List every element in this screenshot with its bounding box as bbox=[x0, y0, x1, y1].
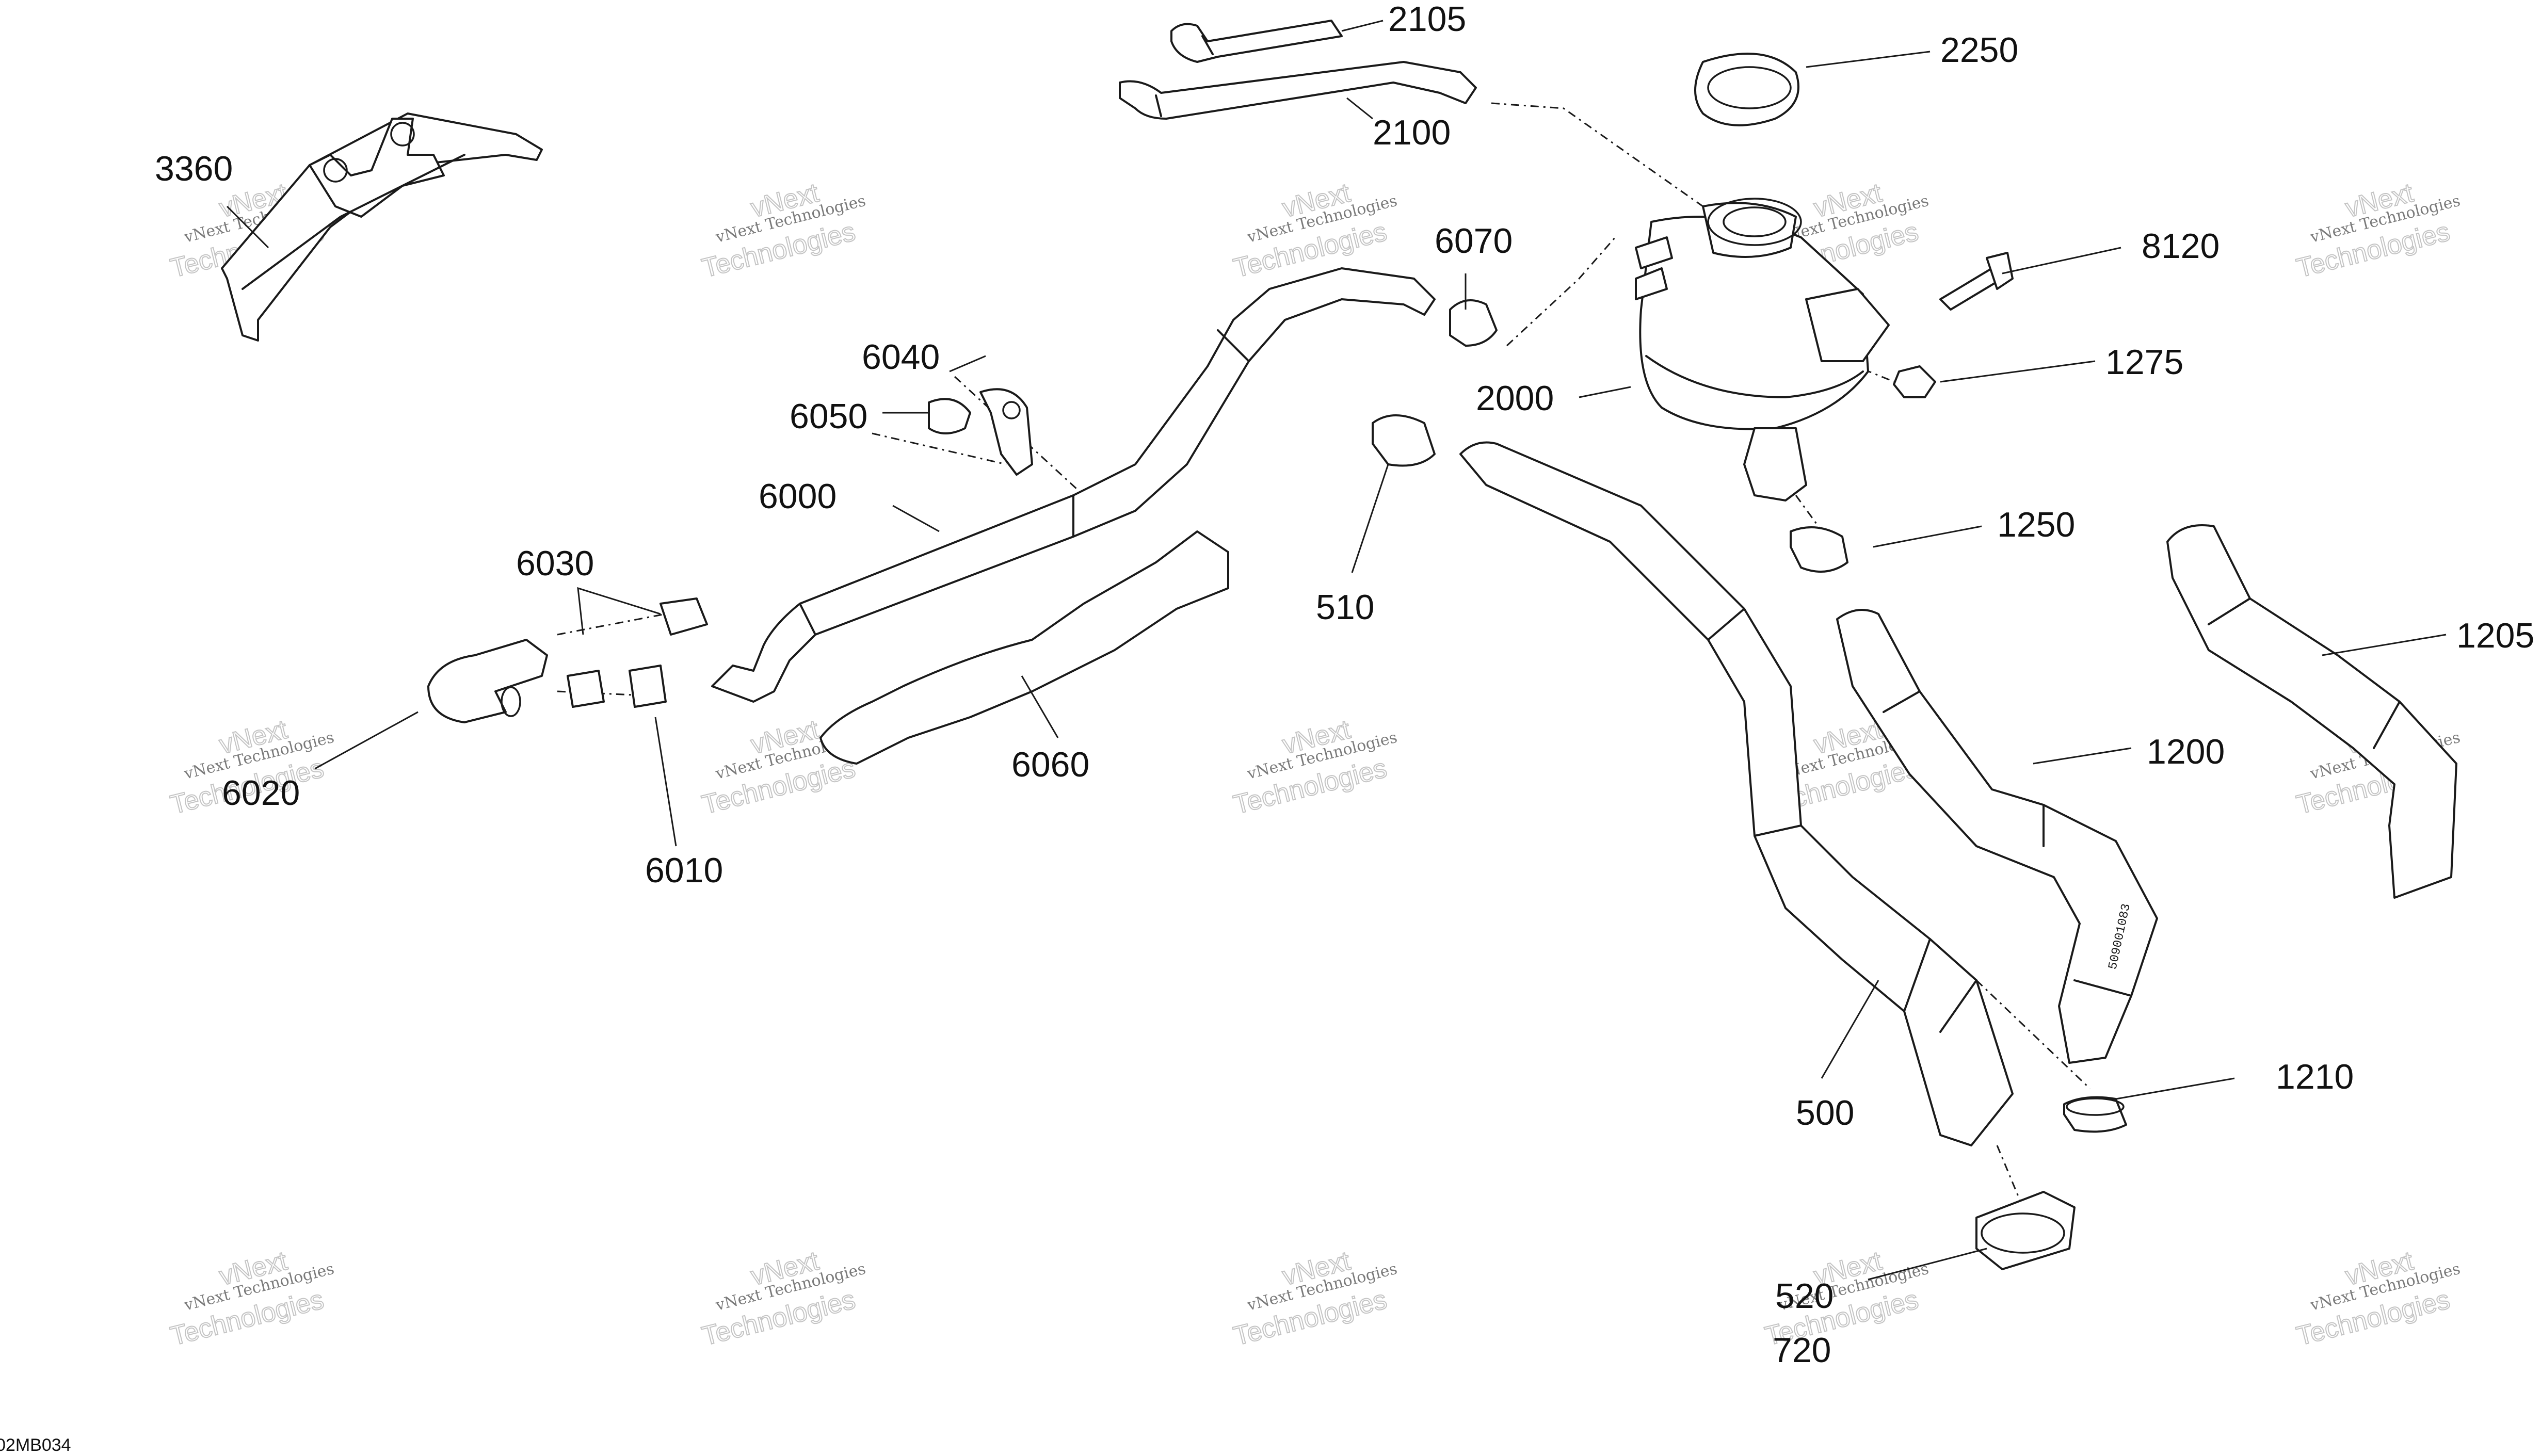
callout-6010: 6010 bbox=[645, 851, 723, 890]
callout-2250: 2250 bbox=[1940, 30, 2018, 70]
clamp-6070 bbox=[1449, 299, 1498, 347]
watermark: vNext Technologies vNext Technologies bbox=[699, 177, 868, 284]
hose-1200: 509001083 bbox=[1836, 609, 2158, 1064]
leader-lines bbox=[226, 20, 2447, 1281]
clip-6040 bbox=[979, 388, 1033, 476]
callout-6020: 6020 bbox=[222, 773, 300, 813]
bracket-3360 bbox=[221, 112, 543, 342]
hose-6060 bbox=[819, 530, 1229, 765]
callout-6040: 6040 bbox=[862, 337, 940, 377]
watermark: vNext Technologies vNext Technologies bbox=[2293, 177, 2463, 284]
clamp-520-720 bbox=[1975, 1191, 2076, 1270]
callout-6000: 6000 bbox=[759, 477, 837, 516]
reservoir-2000 bbox=[1635, 198, 1890, 501]
assembly-lines bbox=[557, 102, 2091, 1208]
callout-8120: 8120 bbox=[2142, 227, 2220, 266]
callout-2000: 2000 bbox=[1476, 379, 1554, 418]
clamp-1250 bbox=[1790, 526, 1848, 573]
bolt-8120 bbox=[1939, 252, 2014, 311]
hose-2100 bbox=[1119, 61, 1477, 120]
callout-520: 520 bbox=[1775, 1276, 1834, 1316]
callout-500: 500 bbox=[1796, 1093, 1854, 1133]
watermark: vNext Technologies vNext Technologies bbox=[1230, 177, 1400, 284]
cap-2250 bbox=[1694, 53, 1799, 126]
watermark: vNext Technologies vNext Technologies bbox=[699, 1245, 868, 1352]
clamp-6030 bbox=[660, 597, 708, 636]
callout-6030: 6030 bbox=[516, 544, 594, 583]
nut-1275 bbox=[1893, 365, 1936, 398]
diagram-code: 02MB034 bbox=[0, 1435, 71, 1455]
callout-6060: 6060 bbox=[1011, 745, 1089, 784]
callout-720: 720 bbox=[1773, 1331, 1831, 1370]
clamp-510 bbox=[1372, 414, 1436, 467]
watermark: vNext Technologies vNext Technologies bbox=[1230, 1245, 1400, 1352]
clamp-6010 bbox=[567, 665, 667, 708]
callout-1275: 1275 bbox=[2105, 343, 2183, 382]
callout-1250: 1250 bbox=[1997, 505, 2075, 544]
hose-2105 bbox=[1170, 20, 1343, 63]
grommet-6050 bbox=[928, 398, 971, 434]
callout-1200: 1200 bbox=[2147, 732, 2225, 771]
callout-1210: 1210 bbox=[2276, 1057, 2354, 1096]
callouts: 2105 2100 2250 3360 6070 8120 6040 6050 … bbox=[155, 0, 2534, 1370]
elbow-6020 bbox=[427, 639, 548, 723]
hose-6000 bbox=[711, 267, 1436, 703]
watermark: vNext Technologies vNext Technologies bbox=[1230, 714, 1400, 821]
watermark: vNext Technologies vNext Technologies bbox=[167, 1245, 336, 1352]
callout-6050: 6050 bbox=[790, 397, 867, 436]
hose-1205 bbox=[2166, 524, 2457, 899]
callout-2105: 2105 bbox=[1388, 0, 1466, 39]
watermark: vNext Technologies vNext Technologies bbox=[2293, 1245, 2463, 1352]
hose-500 bbox=[1459, 441, 2014, 1146]
callout-6070: 6070 bbox=[1435, 221, 1513, 261]
clamp-1210 bbox=[2063, 1096, 2127, 1133]
callout-3360: 3360 bbox=[155, 149, 233, 188]
callout-510: 510 bbox=[1316, 588, 1374, 627]
callout-1205: 1205 bbox=[2456, 616, 2534, 655]
callout-2100: 2100 bbox=[1373, 113, 1451, 152]
